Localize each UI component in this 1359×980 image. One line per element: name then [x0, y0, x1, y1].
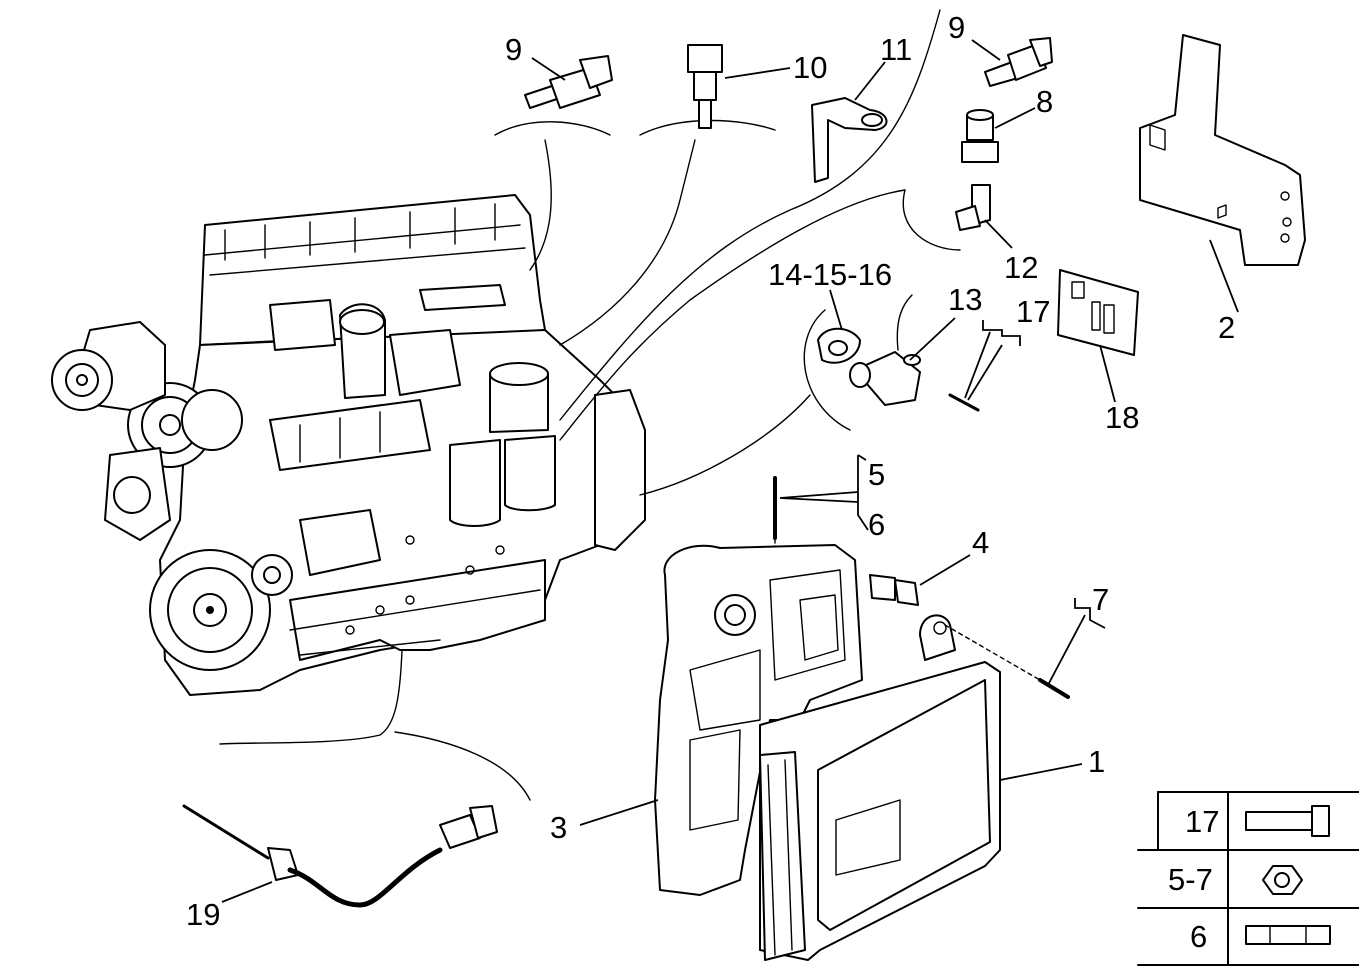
callout-18: 18 — [1105, 400, 1139, 435]
fan-pulley — [127, 382, 243, 468]
sensor-19: 19 — [182, 804, 498, 932]
elbow-fitting-12: 12 — [955, 184, 1038, 285]
stud-5-6: 5 6 — [773, 454, 885, 561]
sensor-10: 10 — [687, 44, 827, 129]
callout-8: 8 — [1036, 84, 1053, 119]
alternator-pulley — [104, 447, 171, 541]
callout-6: 6 — [868, 507, 885, 542]
callout-5: 5 — [868, 457, 885, 492]
screw-17: 17 — [948, 294, 1050, 412]
callout-3: 3 — [550, 810, 567, 845]
crank-pulley — [149, 549, 271, 671]
engine-assembly — [51, 194, 646, 696]
mounting-plate-3: 3 — [550, 544, 863, 896]
sensor-13: 13 — [849, 282, 982, 406]
callout-9-right: 9 — [948, 10, 965, 45]
callout-2: 2 — [1218, 310, 1235, 345]
callout-14-15-16: 14-15-16 — [768, 257, 892, 292]
callout-9: 9 — [505, 32, 522, 67]
legend-label-6: 6 — [1190, 919, 1207, 954]
idler-pulley — [251, 509, 381, 596]
callout-11: 11 — [880, 32, 912, 67]
screw-7: 7 — [944, 582, 1109, 699]
temperature-sensor-9-right: 9 — [948, 10, 1053, 87]
callout-17: 17 — [1016, 294, 1050, 329]
legend-label-5-7: 5-7 — [1168, 862, 1213, 897]
callout-4: 4 — [972, 525, 989, 560]
legend-label-17: 17 — [1185, 804, 1219, 839]
gasket-14-15-16: 14-15-16 — [768, 257, 892, 364]
pressure-sensor-4: 4 — [869, 525, 989, 606]
bolt-icon — [1245, 805, 1330, 837]
stud-icon — [1245, 925, 1331, 945]
compressor-pulley — [51, 321, 166, 411]
callout-13: 13 — [948, 282, 982, 317]
callout-10: 10 — [793, 50, 827, 85]
legend-table: 17 5-7 6 — [1137, 791, 1359, 966]
label-plate-18: 18 — [1057, 269, 1139, 435]
callout-1: 1 — [1088, 744, 1105, 779]
bracket-11: 11 — [811, 32, 912, 183]
temperature-sensor-9-left: 9 — [505, 32, 613, 109]
bracket-2: 2 — [1139, 34, 1306, 345]
callout-7: 7 — [1092, 582, 1109, 617]
callout-19: 19 — [186, 897, 220, 932]
adapter-8: 8 — [961, 84, 1053, 163]
leader-lines — [219, 9, 961, 801]
ecu-1: 1 — [759, 614, 1105, 961]
nut-icon — [1262, 865, 1303, 895]
callout-12: 12 — [1004, 250, 1038, 285]
